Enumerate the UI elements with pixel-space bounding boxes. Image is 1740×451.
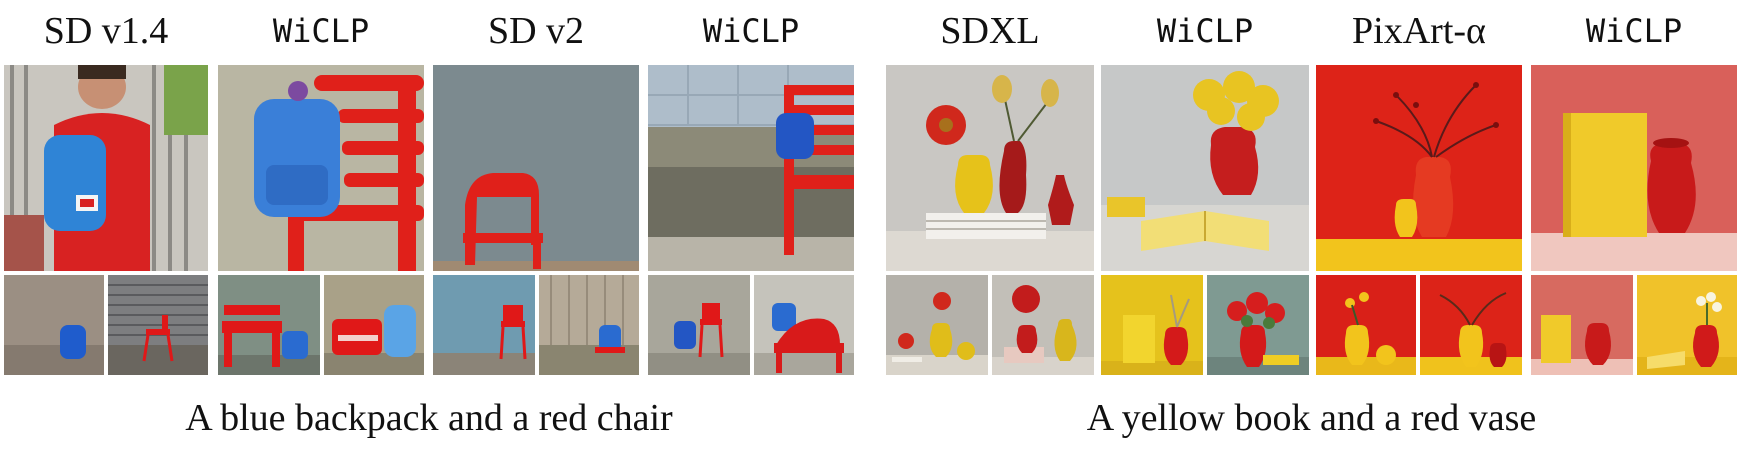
column-label-wiclp-2: WiCLP xyxy=(702,12,800,50)
caption-right: A yellow book and a red vase xyxy=(1086,397,1537,439)
column-label-wiclp-4: WiCLP xyxy=(1585,12,1683,50)
image-pixart-small-2 xyxy=(1420,275,1522,375)
image-sdxl-small-2 xyxy=(992,275,1094,375)
image-sdxl-small-1 xyxy=(886,275,988,375)
image-wiclp-2-small-2 xyxy=(754,275,854,375)
image-sdv14-small-2 xyxy=(108,275,208,375)
image-sdv14-small-1 xyxy=(4,275,104,375)
image-sdv14-main xyxy=(4,65,208,271)
column-label-sd-v2: SD v2 xyxy=(487,10,585,52)
column-label-wiclp-3: WiCLP xyxy=(1156,12,1254,50)
column-label-wiclp-1: WiCLP xyxy=(272,12,370,50)
image-wiclp-2-small-1 xyxy=(648,275,750,375)
caption-left: A blue backpack and a red chair xyxy=(185,397,673,439)
image-sdv2-small-2 xyxy=(539,275,639,375)
image-wiclp-4-small-1 xyxy=(1531,275,1633,375)
image-pixart-small-1 xyxy=(1316,275,1416,375)
image-pixart-main xyxy=(1316,65,1522,271)
image-wiclp-3-small-2 xyxy=(1207,275,1309,375)
image-wiclp-3-main xyxy=(1101,65,1309,271)
column-label-sd-v14: SD v1.4 xyxy=(43,10,169,52)
image-wiclp-4-small-2 xyxy=(1637,275,1737,375)
column-label-sdxl: SDXL xyxy=(940,10,1040,52)
image-sdv2-small-1 xyxy=(433,275,535,375)
image-wiclp-2-main xyxy=(648,65,854,271)
image-wiclp-4-main xyxy=(1531,65,1737,271)
image-wiclp-1-main xyxy=(218,65,424,271)
image-sdxl-main xyxy=(886,65,1094,271)
image-wiclp-1-small-1 xyxy=(218,275,320,375)
image-sdv2-main xyxy=(433,65,639,271)
column-label-pixart-alpha: PixArt-α xyxy=(1352,10,1486,52)
image-wiclp-1-small-2 xyxy=(324,275,424,375)
image-wiclp-3-small-1 xyxy=(1101,275,1203,375)
